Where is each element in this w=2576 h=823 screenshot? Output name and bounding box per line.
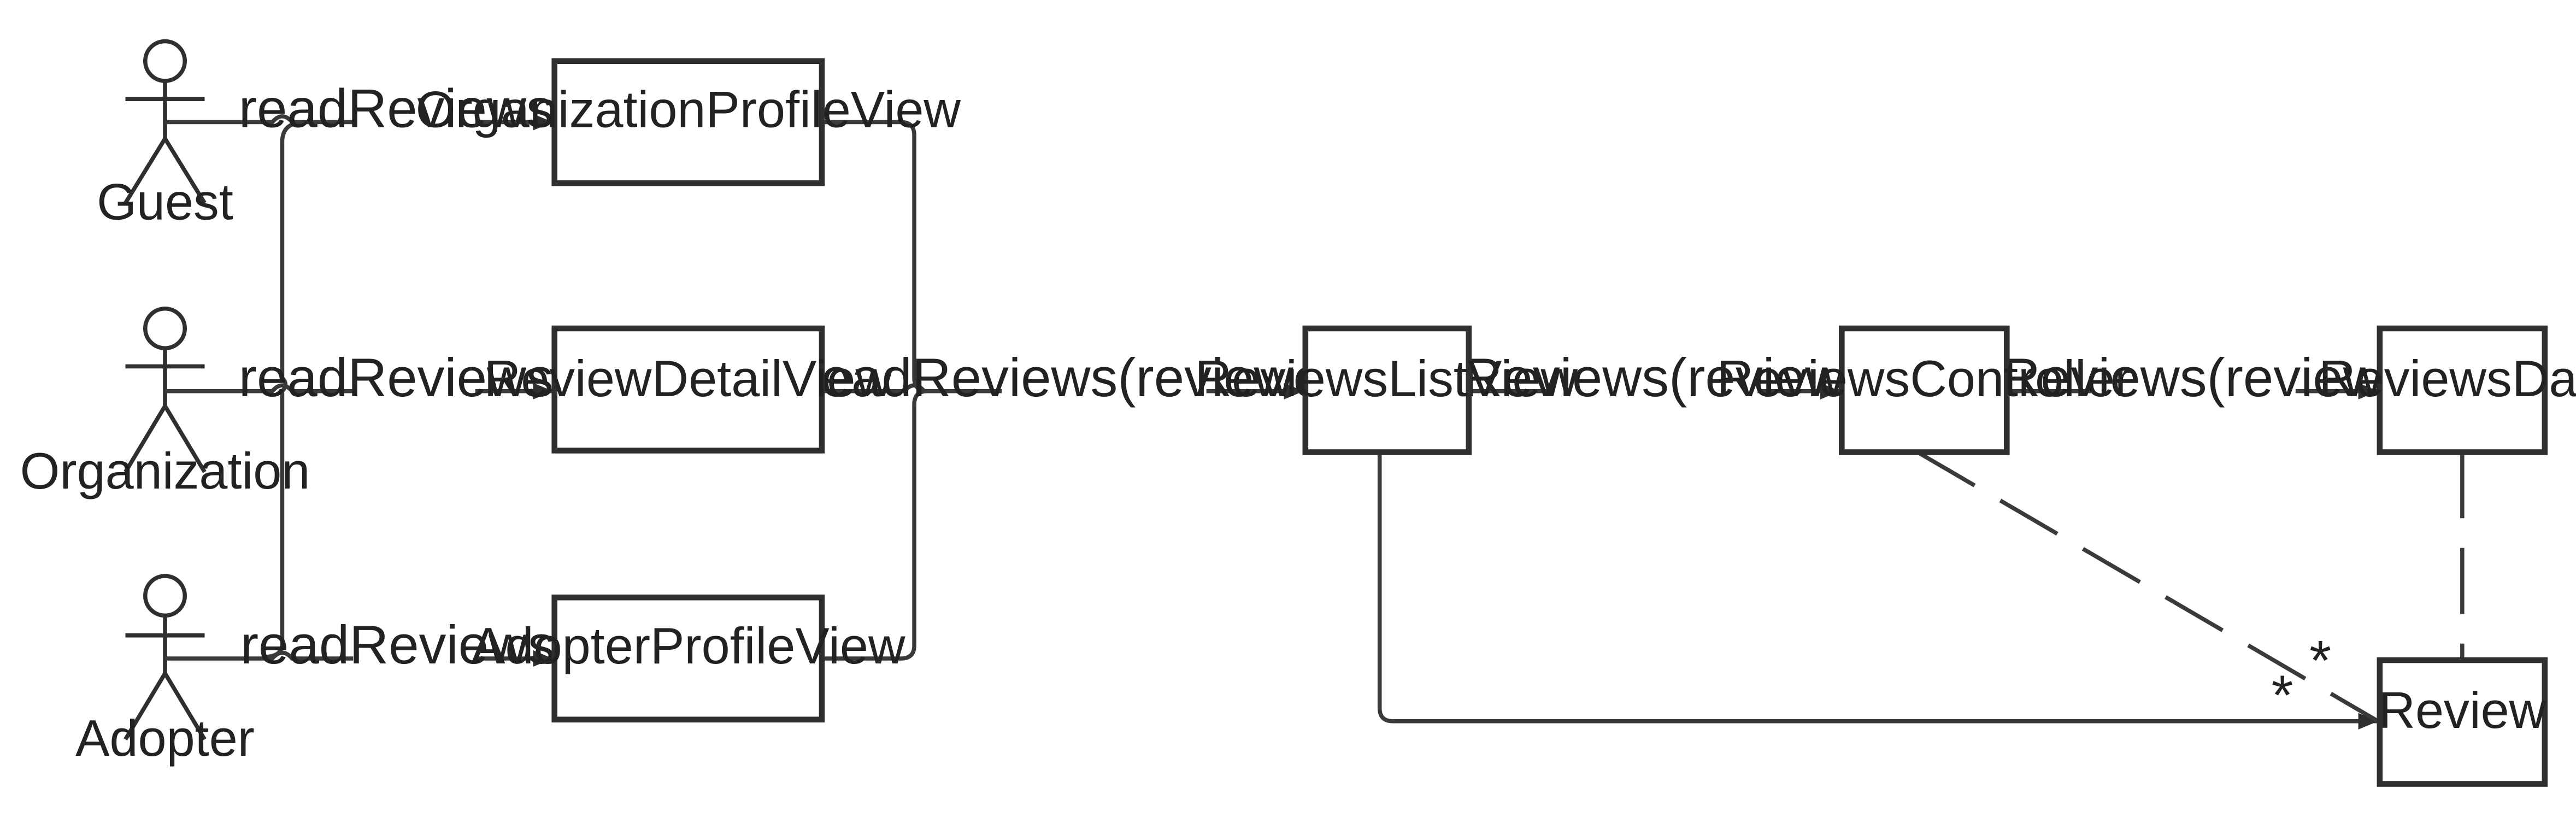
box-reviews-controller[interactable]: ReviewsController	[1717, 325, 2132, 455]
box-organization-profile-view[interactable]: OrganizationProfileView	[416, 58, 961, 186]
box-label: ReviewsDao	[2319, 350, 2576, 407]
actor-label: Guest	[97, 173, 233, 231]
box-reviews-list-view[interactable]: ReviewsListView	[1195, 325, 1578, 455]
message-adopter: readReviews()	[240, 615, 591, 675]
box-label: ReviewsController	[1717, 350, 2132, 407]
list-to-review-connector	[1377, 452, 2378, 730]
actor-label: Adopter	[75, 709, 255, 767]
box-review[interactable]: Review	[2377, 657, 2548, 787]
message-label: readReviews()	[239, 79, 590, 139]
actor-head-icon	[143, 574, 187, 618]
message-guest: readReviews()	[239, 79, 590, 139]
adopter-to-adopter-profile-connector	[164, 650, 553, 667]
organization-to-review-detail-connector	[164, 383, 553, 399]
views-to-reviews-list-connector	[821, 383, 1304, 399]
actor-guest[interactable]: Guest	[97, 39, 233, 231]
box-label: ReviewsListView	[1195, 350, 1578, 407]
actor-head-icon	[143, 306, 187, 350]
box-label: ReviewDetailView	[484, 350, 893, 407]
message-organization: readReviews()	[239, 348, 590, 408]
box-adopter-profile-view[interactable]: AdopterProfileView	[471, 594, 905, 723]
controller-to-review-dependency	[1916, 450, 2379, 723]
multiplicity-controller-review: *	[2309, 629, 2331, 692]
box-label: AdopterProfileView	[471, 617, 905, 674]
box-label: Review	[2378, 681, 2546, 739]
actor-label: Organization	[20, 442, 310, 499]
actor-adopter[interactable]: Adopter	[75, 574, 255, 767]
message-label: readReviews()	[239, 348, 590, 408]
actor-head-icon	[143, 39, 187, 83]
guest-to-org-profile-connector	[164, 114, 553, 131]
actor-organization[interactable]: Organization	[20, 306, 310, 499]
message-label: readReviews()	[240, 615, 591, 675]
box-reviews-dao[interactable]: ReviewsDao	[2319, 325, 2576, 455]
adopter-profile-merge-connector	[821, 389, 928, 661]
multiplicity-list-review: *	[2272, 664, 2293, 727]
box-review-detail-view[interactable]: ReviewDetailView	[484, 325, 893, 454]
box-label: OrganizationProfileView	[416, 81, 961, 138]
